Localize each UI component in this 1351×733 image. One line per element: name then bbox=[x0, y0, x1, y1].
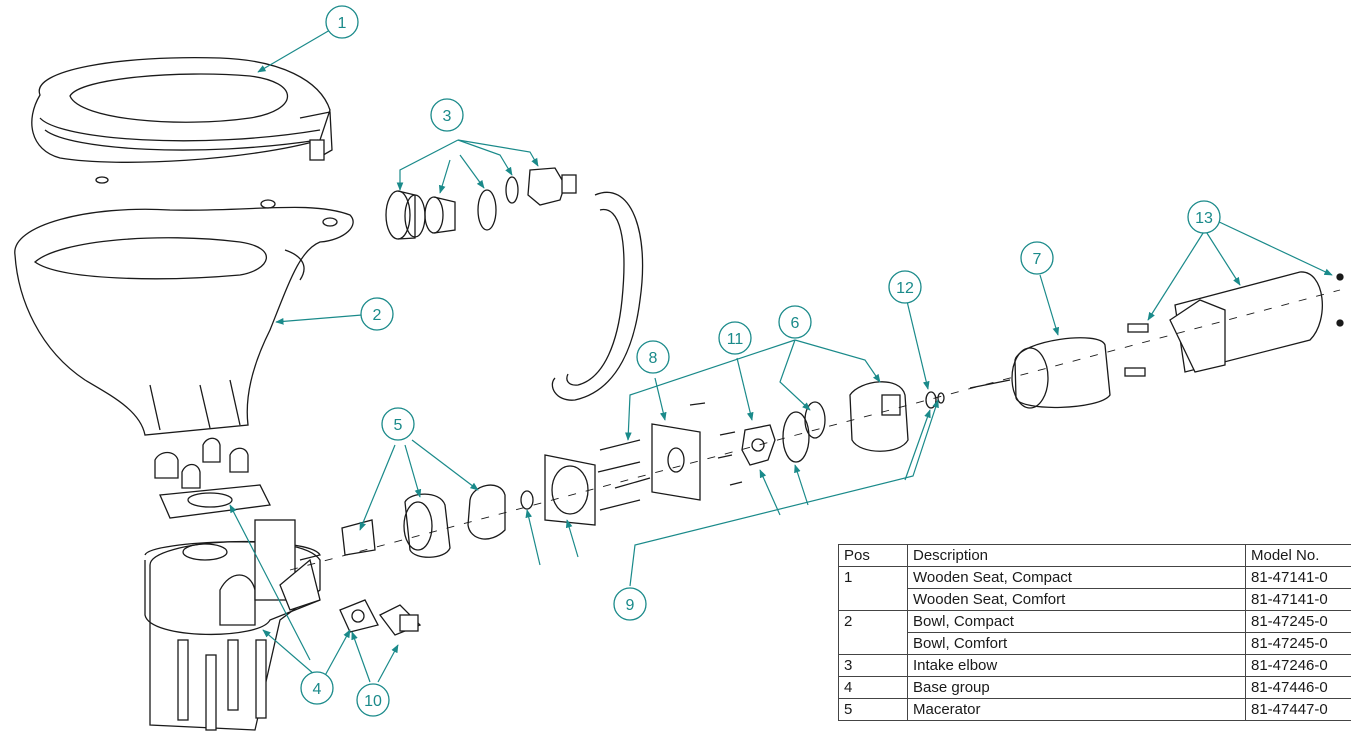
part-bowl bbox=[14, 199, 354, 436]
svg-text:12: 12 bbox=[896, 280, 914, 297]
part-pump-cover bbox=[597, 402, 743, 511]
cell-description: Bowl, Comfort bbox=[907, 632, 1246, 655]
callout-2: 2 bbox=[360, 297, 394, 331]
table-row: Bowl, Comfort 81-47245-0 bbox=[838, 632, 1351, 655]
cell-pos bbox=[838, 588, 908, 611]
col-header-model: Model No. bbox=[1245, 544, 1351, 567]
table-row: 4 Base group 81-47446-0 bbox=[838, 676, 1351, 699]
part-intake-elbow bbox=[385, 167, 577, 240]
svg-text:4: 4 bbox=[313, 681, 322, 698]
svg-text:2: 2 bbox=[373, 307, 382, 324]
callout-13: 13 bbox=[1187, 200, 1221, 234]
cell-pos: 2 bbox=[838, 610, 908, 633]
cell-model: 81-47141-0 bbox=[1245, 566, 1351, 589]
table-row: Wooden Seat, Comfort 81-47141-0 bbox=[838, 588, 1351, 611]
cell-model: 81-47245-0 bbox=[1245, 610, 1351, 633]
part-impeller bbox=[741, 424, 776, 466]
part-seat-lid bbox=[31, 56, 333, 184]
callout-6: 6 bbox=[778, 305, 812, 339]
callout-1: 1 bbox=[325, 5, 359, 39]
cell-description: Base group bbox=[907, 676, 1246, 699]
svg-text:3: 3 bbox=[443, 108, 452, 125]
cell-model: 81-47447-0 bbox=[1245, 698, 1351, 721]
table-row: 5 Macerator 81-47447-0 bbox=[838, 698, 1351, 721]
part-hose bbox=[551, 191, 644, 401]
cell-model: 81-47141-0 bbox=[1245, 588, 1351, 611]
part-motor-cover bbox=[1124, 271, 1344, 377]
part-seal bbox=[925, 391, 945, 409]
cell-description: Wooden Seat, Compact bbox=[907, 566, 1246, 589]
callout-11: 11 bbox=[718, 321, 752, 355]
callout-5: 5 bbox=[381, 407, 415, 441]
part-flanges bbox=[339, 599, 422, 636]
cell-description: Wooden Seat, Comfort bbox=[907, 588, 1246, 611]
callout-7: 7 bbox=[1020, 241, 1054, 275]
callout-8: 8 bbox=[636, 340, 670, 374]
svg-text:7: 7 bbox=[1033, 251, 1042, 268]
part-pump-housing bbox=[782, 381, 909, 463]
svg-text:13: 13 bbox=[1195, 210, 1213, 227]
part-macerator bbox=[341, 484, 506, 558]
table-row: 3 Intake elbow 81-47246-0 bbox=[838, 654, 1351, 677]
cell-pos bbox=[838, 632, 908, 655]
cell-pos: 5 bbox=[838, 698, 908, 721]
col-header-pos: Pos bbox=[838, 544, 908, 567]
cell-pos: 1 bbox=[838, 566, 908, 589]
callout-9: 9 bbox=[613, 587, 647, 621]
table-header-row: Pos Description Model No. bbox=[838, 544, 1351, 567]
callout-3: 3 bbox=[430, 98, 464, 132]
part-gasket-plate bbox=[520, 454, 596, 526]
cell-description: Intake elbow bbox=[907, 654, 1246, 677]
svg-text:8: 8 bbox=[649, 350, 658, 367]
svg-text:11: 11 bbox=[727, 331, 744, 348]
table-row: 2 Bowl, Compact 81-47245-0 bbox=[838, 610, 1351, 633]
table-row: 1 Wooden Seat, Compact 81-47141-0 bbox=[838, 566, 1351, 589]
cell-description: Bowl, Compact bbox=[907, 610, 1246, 633]
parts-table: Pos Description Model No. 1 Wooden Seat,… bbox=[838, 544, 1351, 721]
part-motor bbox=[969, 337, 1111, 409]
col-header-description: Description bbox=[907, 544, 1246, 567]
svg-text:9: 9 bbox=[626, 597, 635, 614]
cell-description: Macerator bbox=[907, 698, 1246, 721]
callout-4: 4 bbox=[300, 671, 334, 705]
svg-text:6: 6 bbox=[791, 315, 800, 332]
cell-pos: 3 bbox=[838, 654, 908, 677]
cell-pos: 4 bbox=[838, 676, 908, 699]
cell-model: 81-47446-0 bbox=[1245, 676, 1351, 699]
cell-model: 81-47246-0 bbox=[1245, 654, 1351, 677]
svg-text:10: 10 bbox=[364, 693, 382, 710]
svg-text:5: 5 bbox=[394, 417, 403, 434]
callout-12: 12 bbox=[888, 270, 922, 304]
cell-model: 81-47245-0 bbox=[1245, 632, 1351, 655]
svg-text:1: 1 bbox=[338, 15, 347, 32]
part-base bbox=[144, 437, 321, 731]
callout-10: 10 bbox=[356, 683, 390, 717]
